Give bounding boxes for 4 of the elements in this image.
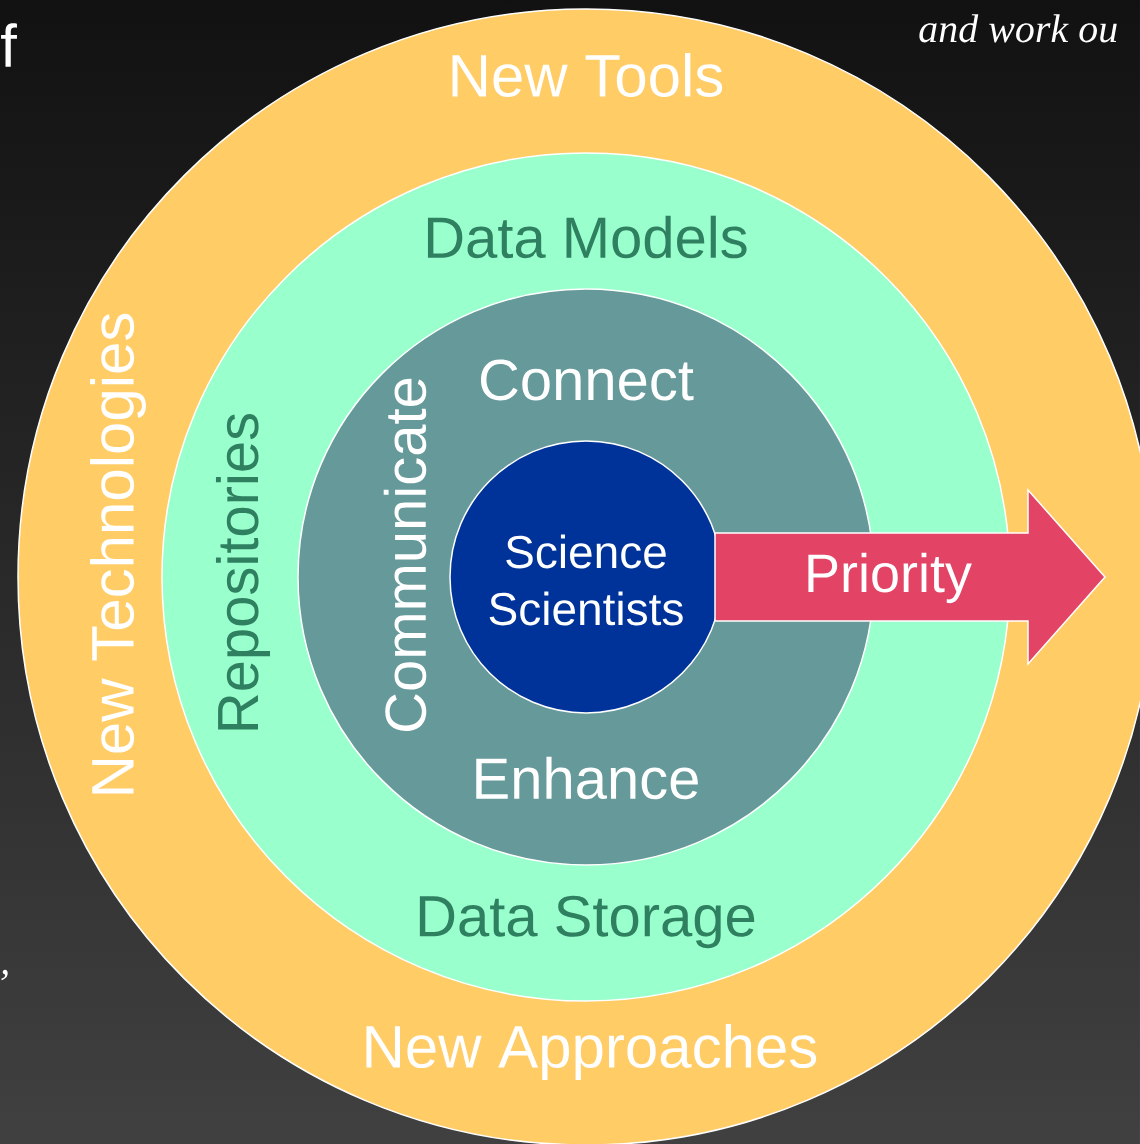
cropped-text: f	[1, 23, 17, 67]
cropped-text: and work ou	[919, 14, 1117, 43]
circle-node: Science Scientists	[449, 440, 723, 714]
cropped-text: ,	[1, 969, 8, 981]
